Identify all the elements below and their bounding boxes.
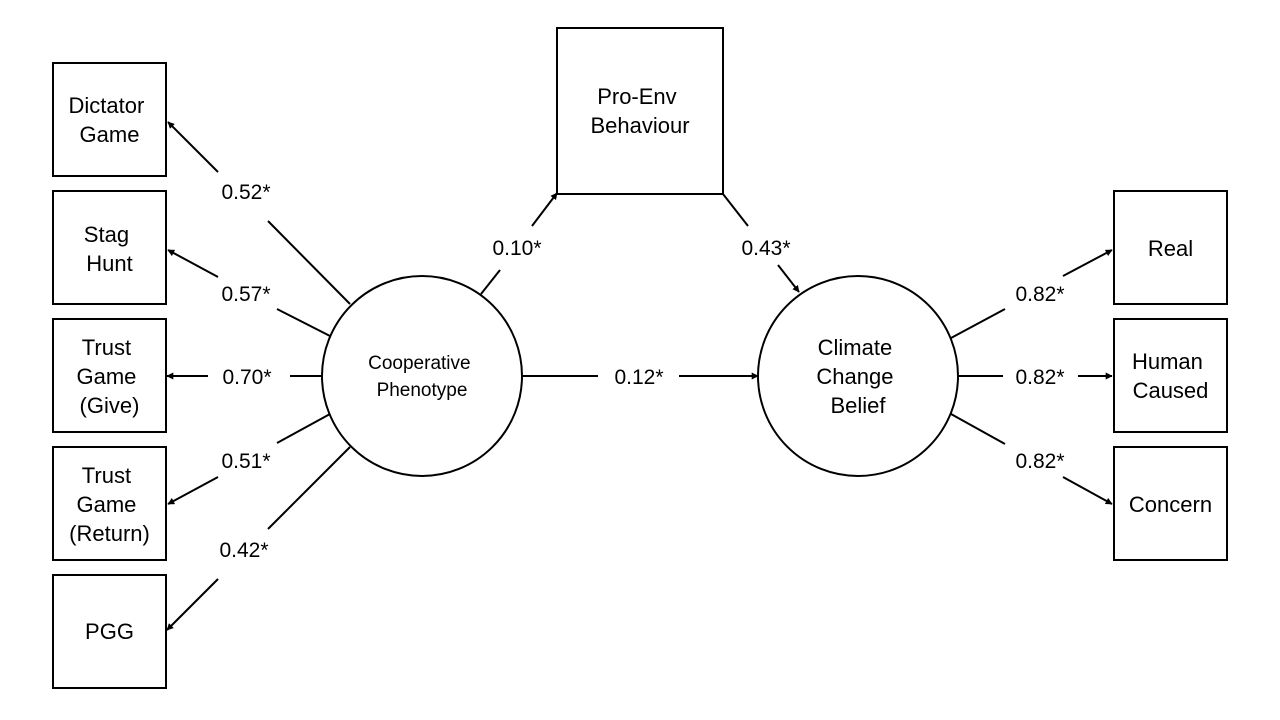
coef-coop-proenv: 0.10* (492, 237, 541, 260)
svg-text:Concern: Concern (1129, 492, 1212, 517)
node-cooperative-phenotype: Cooperative Phenotype (321, 275, 523, 477)
node-trust-give-line-3: (Give) (80, 393, 140, 418)
edge-climate-concern (950, 413, 1006, 445)
edge-climate-concern-head (1062, 476, 1113, 505)
node-trust-return-line-2: Game (76, 492, 136, 517)
node-cooperative-line-1: Cooperative (368, 353, 470, 374)
node-trust-game-give: Trust Game (Give) (52, 318, 167, 433)
node-pro-env-line-2: Behaviour (590, 113, 689, 138)
node-stag-hunt-line-1: Stag (84, 222, 129, 247)
node-real: Real (1113, 190, 1228, 305)
node-trust-return-line-3: (Return) (69, 521, 150, 546)
edge-climate-real-head (1062, 249, 1113, 277)
node-climate-line-3: Belief (830, 393, 886, 418)
edge-coop-pgg-head (166, 578, 219, 631)
node-trust-return-line-1: Trust (82, 463, 131, 488)
svg-text:Trust Game (Return: Trust Game (Return) (69, 463, 150, 546)
coef-coop-pgg: 0.42* (219, 539, 268, 562)
coef-climate-real: 0.82* (1015, 283, 1064, 306)
coef-proenv-climate: 0.43* (741, 237, 790, 260)
edge-coop-stag-head (167, 249, 219, 278)
node-pgg-line-1: PGG (85, 619, 134, 644)
node-concern: Concern (1113, 446, 1228, 561)
node-climate-line-2: Change (816, 364, 893, 389)
svg-text:Climate Change Bel: Climate Change Belief (816, 335, 899, 418)
node-human-caused-line-1: Human (1132, 349, 1203, 374)
svg-text:Trust Game (Give): Trust Game (Give) (76, 335, 142, 418)
edge-coop-dictator (267, 220, 351, 305)
node-trust-game-return: Trust Game (Return) (52, 446, 167, 561)
edge-coop-pgg (267, 446, 351, 530)
node-pgg: PGG (52, 574, 167, 689)
coef-climate-human: 0.82* (1015, 366, 1064, 389)
svg-text:Pro-Env Behaviour: Pro-Env Behaviour (590, 84, 689, 138)
svg-text:PGG: PGG (85, 619, 134, 644)
node-climate-change-belief: Climate Change Belief (757, 275, 959, 477)
edge-coop-stag (276, 308, 331, 337)
edge-proenv-climate (722, 193, 749, 227)
coef-climate-concern: 0.82* (1015, 450, 1064, 473)
svg-text:Stag Hunt: Stag Hunt (84, 222, 135, 276)
edge-coop-trust-return (276, 413, 331, 444)
edge-proenv-climate-head (777, 264, 800, 293)
svg-text:Cooperative Phenotype: Cooperative Phenotype (368, 353, 476, 401)
edge-coop-trust-return-head (167, 476, 219, 505)
edge-climate-real (950, 308, 1006, 339)
svg-text:Human Caused: Human Caused (1132, 349, 1209, 403)
node-stag-hunt: Stag Hunt (52, 190, 167, 305)
coef-coop-dictator: 0.52* (221, 181, 270, 204)
node-pro-env-behaviour: Pro-Env Behaviour (556, 27, 724, 195)
node-dictator-game: Dictator Game (52, 62, 167, 177)
coef-coop-climate: 0.12* (614, 366, 663, 389)
coef-coop-trust-give: 0.70* (222, 366, 271, 389)
svg-text:Real: Real (1148, 236, 1193, 261)
node-concern-line-1: Concern (1129, 492, 1212, 517)
edge-coop-proenv (480, 269, 501, 295)
node-dictator-game-line-1: Dictator (69, 93, 145, 118)
svg-text:Dictator Game: Dictator Game (69, 93, 151, 147)
edge-coop-proenv-head (531, 192, 558, 227)
node-real-line-1: Real (1148, 236, 1193, 261)
coef-coop-trust-return: 0.51* (221, 450, 270, 473)
edge-coop-dictator-head (167, 121, 219, 173)
coef-coop-stag: 0.57* (221, 283, 270, 306)
node-trust-give-line-1: Trust (82, 335, 131, 360)
node-cooperative-line-2: Phenotype (377, 380, 468, 401)
node-trust-give-line-2: Game (76, 364, 136, 389)
node-dictator-game-line-2: Game (80, 122, 140, 147)
node-stag-hunt-line-2: Hunt (86, 251, 132, 276)
node-climate-line-1: Climate (818, 335, 893, 360)
node-pro-env-line-1: Pro-Env (597, 84, 676, 109)
node-human-caused-line-2: Caused (1133, 378, 1209, 403)
node-human-caused: Human Caused (1113, 318, 1228, 433)
